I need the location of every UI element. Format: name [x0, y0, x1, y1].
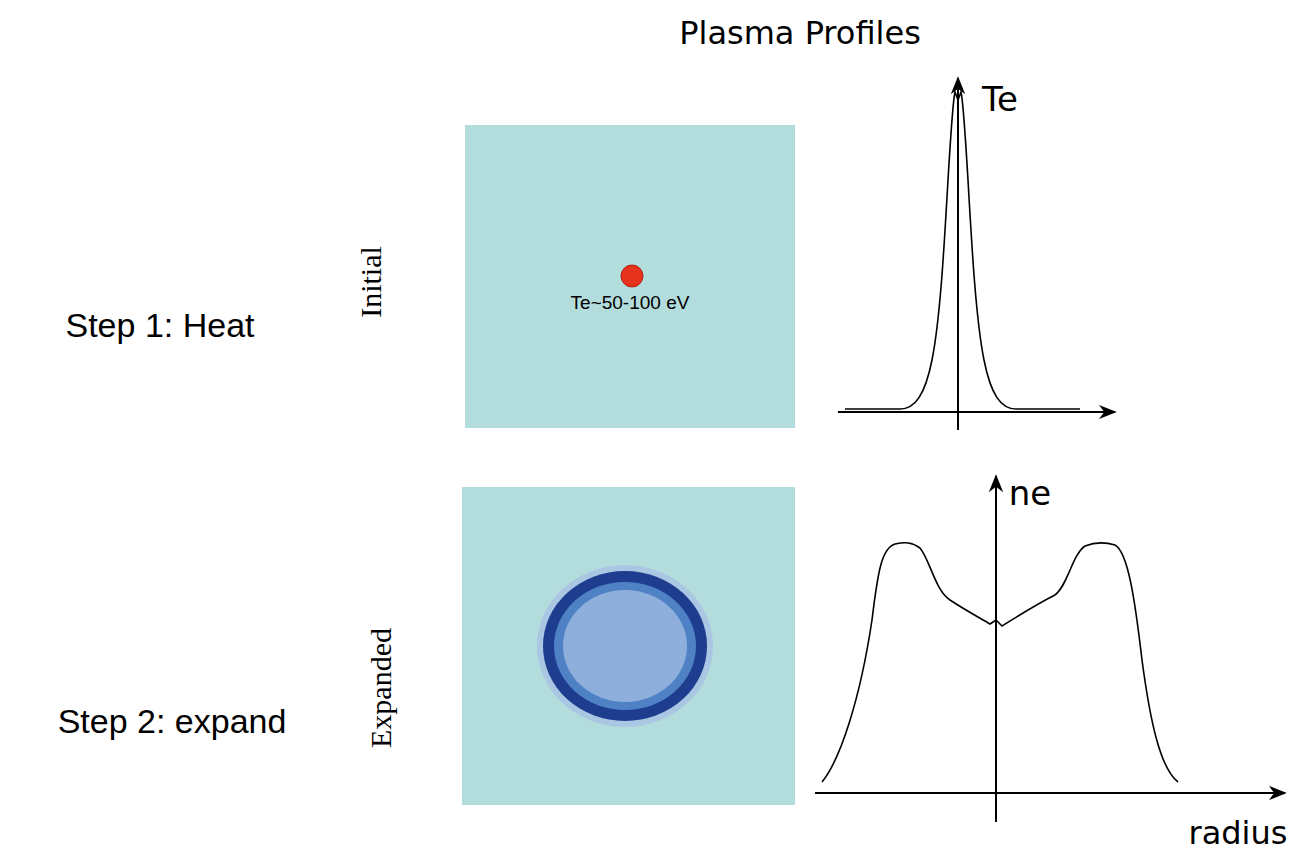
density-curve	[822, 543, 1178, 782]
hot-spot-dot	[621, 265, 643, 287]
axis-label: ne	[1009, 475, 1051, 512]
row-label: Initial	[354, 246, 387, 318]
axis-label: Te	[982, 81, 1018, 118]
halo	[537, 565, 713, 727]
hot-spot	[465, 125, 795, 428]
axis	[995, 476, 997, 822]
axis	[838, 411, 1115, 413]
plasma-panel	[462, 487, 795, 805]
temperature-curve	[845, 92, 1080, 409]
row-label: Expanded	[364, 628, 397, 748]
shell-ring	[543, 571, 707, 721]
temperature-note: Te~50-100 eV	[571, 292, 690, 314]
axis	[815, 792, 1285, 794]
plasma-panel: Te~50-100 eV	[465, 125, 795, 428]
core	[563, 590, 687, 702]
title: Plasma Profiles	[679, 16, 921, 51]
step-label: Step 2: expand	[58, 703, 287, 740]
axis-label: radius	[1189, 816, 1288, 851]
step-label: Step 1: Heat	[65, 307, 254, 344]
axis	[957, 78, 959, 430]
middle-ring	[554, 582, 696, 710]
